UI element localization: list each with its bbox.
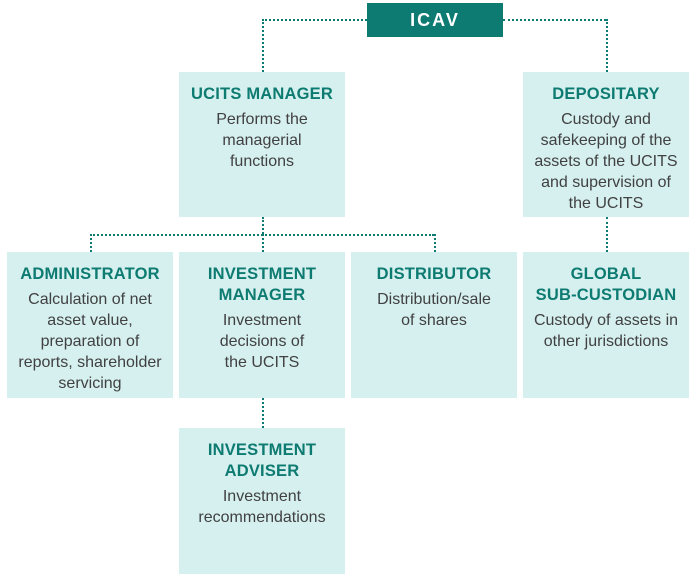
node-global-sub-custodian: GLOBAL SUB-CUSTODIAN Custody of assets i… xyxy=(523,252,689,398)
connector-icav-depositary-vertical xyxy=(606,19,608,72)
node-global-sub-custodian-title: GLOBAL SUB-CUSTODIAN xyxy=(535,265,677,304)
connector-ucits-stub xyxy=(262,217,264,234)
node-depositary-title: DEPOSITARY xyxy=(552,85,660,103)
connector-distributor-stub xyxy=(434,234,436,252)
node-investment-manager-body: Investment decisions of the UCITS xyxy=(219,312,305,371)
node-ucits-manager: UCITS MANAGER Performs the managerial fu… xyxy=(179,72,345,217)
node-icav-title: ICAV xyxy=(410,9,460,30)
node-administrator-body: Calculation of net asset value, preparat… xyxy=(18,291,162,392)
connector-icav-depositary-horizontal xyxy=(503,19,606,21)
node-investment-adviser-title: INVESTMENT ADVISER xyxy=(207,441,317,480)
node-administrator: ADMINISTRATOR Calculation of net asset v… xyxy=(7,252,173,398)
node-distributor-title: DISTRIBUTOR xyxy=(376,265,492,283)
connector-administrator-stub xyxy=(90,234,92,252)
node-ucits-manager-body: Performs the managerial functions xyxy=(216,111,308,170)
connector-icav-ucits-horizontal xyxy=(262,19,367,21)
node-administrator-title: ADMINISTRATOR xyxy=(20,265,160,283)
connector-depositary-custodian xyxy=(606,217,608,252)
node-depositary-body: Custody and safekeeping of the assets of… xyxy=(534,111,678,212)
node-investment-adviser-body: Investment recommendations xyxy=(198,488,326,526)
node-investment-manager: INVESTMENT MANAGER Investment decisions … xyxy=(179,252,345,398)
node-investment-manager-title: INVESTMENT MANAGER xyxy=(207,265,317,304)
node-distributor: DISTRIBUTOR Distribution/sale of shares xyxy=(351,252,517,398)
connector-investment-manager-stub xyxy=(262,234,264,252)
node-depositary: DEPOSITARY Custody and safekeeping of th… xyxy=(523,72,689,217)
node-investment-adviser: INVESTMENT ADVISER Investment recommenda… xyxy=(179,428,345,574)
node-icav: ICAV xyxy=(367,3,503,37)
connector-manager-adviser xyxy=(262,398,264,428)
connector-icav-ucits-vertical xyxy=(262,19,264,72)
node-global-sub-custodian-body: Custody of assets in other jurisdictions xyxy=(533,312,679,350)
node-ucits-manager-title: UCITS MANAGER xyxy=(191,85,333,103)
node-distributor-body: Distribution/sale of shares xyxy=(377,291,491,329)
